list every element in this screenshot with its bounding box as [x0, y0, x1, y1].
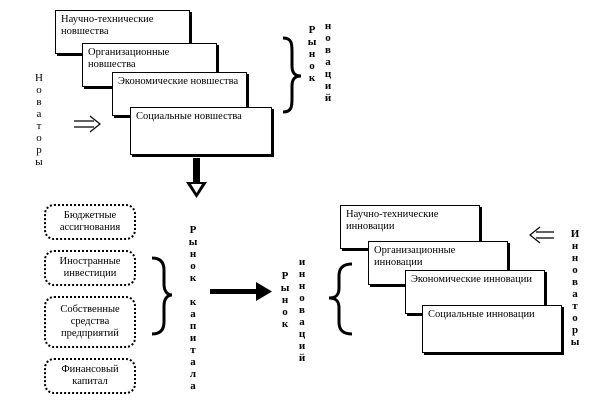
source-budget-allocations: Бюджетные ассигнования [44, 204, 136, 240]
source-own-funds: Собственные средства предприятий [44, 296, 136, 348]
double-arrow-right-icon [74, 115, 101, 133]
box-social-novelties: Социальные новшества [130, 107, 272, 155]
down-arrow-icon [186, 158, 207, 198]
sources-curly-brace [151, 256, 173, 336]
innovation-market-word1-label: Р ы н о к [280, 270, 290, 330]
investors-vertical-label: И н н о в а т о р ы [570, 228, 580, 348]
capital-market-label: Р ы н о к к а п и т а л а [188, 224, 198, 392]
source-financial-capital: Финансовый капитал [44, 358, 136, 394]
innovations-curly-brace [328, 262, 353, 336]
innovators-vertical-label: Н о в а т о р ы [35, 72, 43, 168]
source-foreign-investments: Иностранные инвестиции [44, 250, 136, 286]
innovation-market-word2-label: и н н о в а ц и й [298, 256, 306, 364]
double-arrow-left-icon [529, 226, 554, 244]
right-arrow-icon [210, 282, 272, 301]
novelty-market-word2-label: н о в а ц и й [324, 20, 332, 104]
top-curly-brace [282, 36, 302, 114]
box-social-innovations: Социальные инновации [422, 305, 562, 353]
novelty-market-word1-label: Р ы н о к [307, 24, 317, 84]
